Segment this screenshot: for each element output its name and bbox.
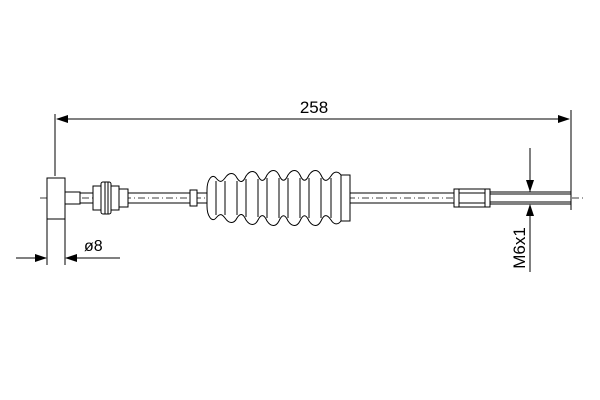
end-collar bbox=[64, 191, 81, 205]
thread-size-label: M6x1 bbox=[510, 227, 529, 269]
inner-cable-segment bbox=[128, 189, 207, 207]
crimp-sleeve bbox=[92, 181, 129, 215]
diameter-dimension: ø8 bbox=[16, 219, 120, 265]
end-diameter-label: ø8 bbox=[84, 238, 103, 255]
overall-length-dimension: 258 bbox=[54, 98, 572, 210]
threaded-end-fitting bbox=[453, 188, 572, 208]
overall-length-label: 258 bbox=[300, 98, 328, 117]
thread-dimension: M6x1 bbox=[510, 148, 534, 272]
end-disc bbox=[46, 177, 66, 220]
bellows-boot bbox=[206, 170, 351, 226]
outer-cable bbox=[350, 192, 454, 204]
left-end-fitting bbox=[46, 177, 93, 220]
